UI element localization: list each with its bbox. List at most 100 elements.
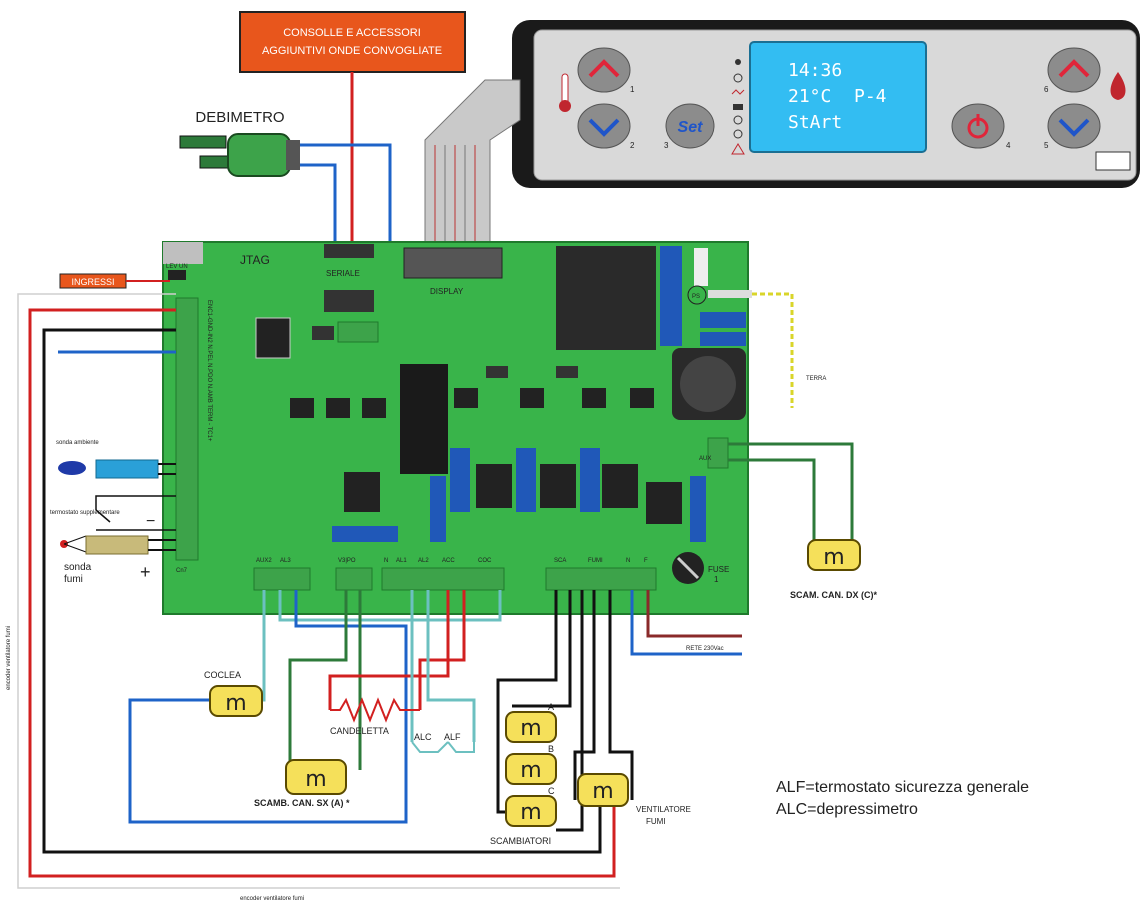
relay-flat [332,526,398,542]
wire-teal-common [278,590,502,622]
temp-down-button[interactable] [577,103,631,149]
chevron-down-icon [588,118,620,137]
wire-terra [752,292,794,408]
fan-rotor [680,356,736,412]
button-number-6: 6 [1044,85,1049,94]
relay-1 [450,448,470,512]
sonda-ambiente-body [95,459,159,479]
button-number-5: 5 [1044,141,1049,150]
scamb-sx-label: SCAMB. CAN. SX (A) * [254,798,350,808]
seriale-header-1 [324,244,374,258]
coclea-motor-letter: m [225,691,246,716]
status-icons [731,59,745,155]
lev-un-jumper [168,270,186,280]
board-corner [163,242,203,264]
wire-blue-debimetro-2 [300,163,337,250]
lev-un-label: LEV UN [166,264,188,270]
dot-icon [735,59,741,65]
wire-scamb-sx-1 [288,590,348,770]
minus-sign: − [146,513,155,530]
wire-aux-1 [728,442,854,550]
v3po-terminal [335,567,373,591]
ring-icon [733,73,743,83]
wire-rete-f [646,590,742,638]
green-terminal-red [312,326,334,340]
lcd-status: StArt [788,112,842,133]
power-button[interactable] [951,103,1005,149]
scam-dx-motor-letter: m [823,545,844,570]
consolle-line1: CONSOLLE E ACCESSORI [283,27,421,39]
gear-icon [733,129,743,139]
terminal-label-aux2: AUX2 [256,558,272,564]
relay-block-right [660,246,682,346]
flame-down-button[interactable] [1047,103,1101,149]
terminal-label-al1: AL1 [396,558,407,564]
wire-blue-debimetro-1 [300,143,392,250]
button-number-4: 4 [1006,141,1011,150]
relay-3 [580,448,600,512]
warning-icon [731,143,745,155]
bottom-encoder-label: encoder ventilatore fumi [240,896,304,902]
wire-aux-2 [728,458,816,550]
ingressi-tag: INGRESSI LEV UN [59,264,188,289]
scam-dx-label: SCAM. CAN. DX (C)* [790,590,877,600]
motor-ventilatore: m VENTILATORE FUMI [577,773,691,826]
legend-alf: ALF=termostato sicurezza generale [776,779,1029,796]
terminal-label-sca: SCA [554,558,566,564]
wire-candeletta-red-2 [418,590,466,710]
wave-icon [731,89,745,95]
seriale-label: SERIALE [326,269,360,278]
scambiatore-b-label: B [548,744,554,754]
wire-sca-3 [556,590,584,832]
scambiatore-b-body [505,753,557,785]
input-terminal-labels: ENC1-GND-IN2 N.PEL N.PDO N.AMB TERM - TC… [206,300,212,442]
chip-square-5 [344,472,380,512]
relay-2 [516,448,536,512]
motor-scamb-sx: m SCAMB. CAN. SX (A) * [254,759,350,808]
sonda-fumi-label-2: fumi [64,574,83,585]
wire-sca-2 [512,590,572,708]
fuse-number: 1 [714,575,719,584]
flame-up-button[interactable] [1047,47,1101,93]
small-chip-5 [520,388,544,408]
terra-label: TERRA [806,376,826,382]
small-chip-7 [630,388,654,408]
ribbon-cable [424,79,521,263]
set-button[interactable]: Set [665,103,715,149]
ventilatore-label-1: VENTILATORE [636,805,691,814]
chevron-down-icon [1058,118,1090,137]
thermometer-icon [559,73,571,112]
chip-square-4 [646,482,682,524]
ventilatore-motor-letter: m [592,779,613,804]
coclea-label: COCLEA [204,670,241,680]
ps-label: PS [692,294,700,300]
bottom-terminal-labels: AUX2 AL3 V3|PO N AL1 AL2 ACC COC SCA FUM… [256,558,648,564]
debimetro-connector [286,140,300,170]
debimetro-body [227,133,291,177]
lcd-screen [749,41,927,153]
scambiatore-a-body [505,711,557,743]
debimetro-plug-1 [179,135,227,149]
wire-candeletta-red [328,590,450,710]
scambiatori-group: m A m B m C SCAMBIATORI [490,702,557,846]
scambiatore-c-letter: m [520,800,541,825]
wire-fumi-1 [573,590,596,800]
ventilatore-body [577,773,629,807]
temp-up-button[interactable] [577,47,631,93]
lcd-pcode: P-4 [854,86,887,107]
wire-grey-outline [17,293,620,889]
scamb-sx-body [285,759,347,795]
wire-red-encoder [28,308,616,878]
chevron-up-icon [588,59,620,78]
button-number-1: 1 [630,85,635,94]
rete-label: RETE 230Vac [686,646,724,652]
terminal-label-v3po: V3|PO [338,558,356,564]
jumper-2 [556,366,578,378]
cn-label-left: Cn7 [176,568,188,574]
motor-scam-dx: m SCAM. CAN. DX (C)* [790,539,877,600]
terminal-label-al2: AL2 [418,558,429,564]
ps-connector [708,290,752,298]
termostato-label: termostato supplementare [50,510,120,516]
candeletta-label: CANDELETTA [330,726,389,736]
encoder-vertical-label: encoder ventilatore fumi [6,626,12,690]
